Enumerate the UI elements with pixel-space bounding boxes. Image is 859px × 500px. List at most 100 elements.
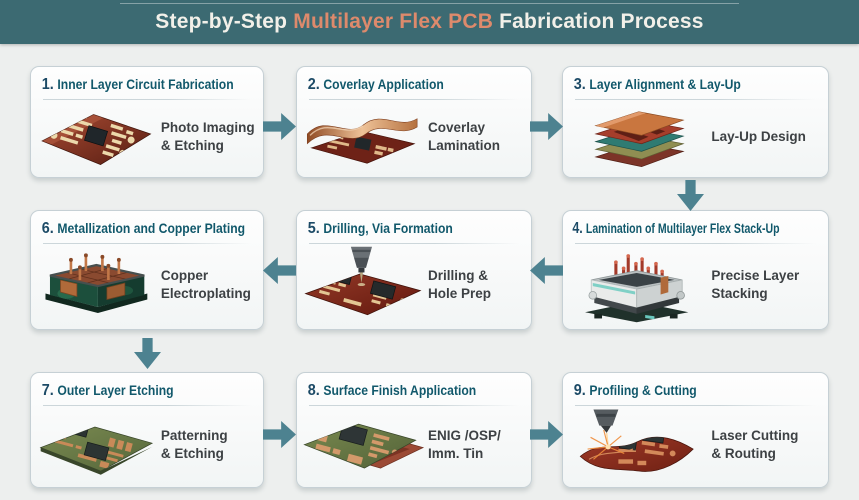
flow-arrow-5-6-icon (263, 257, 296, 284)
step-3-title-row: 3.Layer Alignment & Lay-Up (563, 67, 802, 94)
caption-line-1: Precise Layer (711, 268, 800, 284)
coverlay-sheet-icon (297, 100, 428, 174)
caption-line-2: Lamination (428, 138, 501, 153)
step-card-4: 4.Lamination of Multilayer Flex Stack-Up (562, 210, 829, 330)
step-caption: Drilling & Hole Prep (428, 267, 531, 302)
step-1-body: Photo Imaging& Etching (31, 100, 263, 174)
step-caption: Laser Cutting & Routing (711, 427, 828, 462)
step-number: 8. (307, 382, 320, 399)
step-card-3: 3.Layer Alignment & Lay-Up Lay-Up Design (562, 66, 829, 178)
step-8-title-row: 8.Surface Finish Application (297, 373, 508, 400)
title-divider (43, 405, 251, 406)
title-divider (309, 243, 519, 244)
step-4-title-row: 4.Lamination of Multilayer Flex Stack-Up (563, 211, 779, 238)
step-5-title-row: 5.Drilling, Via Formation (297, 211, 508, 238)
flow-arrow-8-9-icon (530, 421, 563, 448)
flow-arrow-3-4-icon (677, 180, 704, 211)
step-5-body: Drilling & Hole Prep (297, 244, 531, 326)
step-title: Layer Alignment & Lay-Up (589, 77, 741, 92)
step-caption: Patterning & Etching (161, 427, 263, 462)
caption-line-1: Laser Cutting (711, 428, 799, 444)
step-number: 4. (572, 220, 583, 237)
caption-line-1: Copper (160, 268, 209, 284)
flow-arrow-7-8-icon (263, 421, 296, 448)
title-accent: Multilayer Flex PCB (293, 10, 494, 33)
step-title: Coverlay Application (323, 77, 444, 92)
flow-arrow-4-5-icon (530, 257, 563, 284)
step-number: 6. (41, 220, 54, 237)
step-number: 9. (573, 382, 586, 399)
caption-line-2: Hole Prep (428, 286, 492, 301)
caption-line-2: Electroplating (160, 286, 251, 301)
step-caption: ENIG /OSP/Imm. Tin (428, 427, 531, 462)
title-prefix: Step-by-Step (155, 10, 294, 33)
step-card-2: 2.Coverlay Application (296, 66, 532, 178)
step-number: 5. (307, 220, 320, 237)
step-number: 3. (573, 76, 586, 93)
surface-finish-pcb-icon (297, 406, 428, 484)
step-3-body: Lay-Up Design (563, 100, 828, 174)
step-title: Drilling, Via Formation (323, 221, 453, 236)
flow-arrow-6-7-icon (134, 338, 161, 369)
caption-line-2: & Etching (160, 446, 224, 461)
lamination-press-icon (563, 244, 711, 326)
caption-line-1: Coverlay (428, 120, 486, 136)
flex-pcb-inner-layer-icon (31, 100, 161, 174)
caption-line-2: & Routing (711, 446, 776, 461)
step-title: Outer Layer Etching (57, 383, 174, 398)
caption-line-1: Drilling & (428, 268, 489, 284)
step-1-title-row: 1.Inner Layer Circuit Fabrication (31, 67, 240, 94)
title-divider (575, 243, 816, 244)
step-title: Surface Finish Application (323, 383, 477, 398)
title-divider (309, 99, 519, 100)
etched-green-pcb-icon (31, 406, 161, 484)
step-number: 7. (41, 382, 54, 399)
step-title: Inner Layer Circuit Fabrication (57, 77, 234, 92)
step-card-6: 6.Metallization and Copper Plating (30, 210, 264, 330)
step-7-body: Patterning & Etching (31, 406, 263, 484)
title-divider (43, 99, 251, 100)
caption-line-1: Lay-Up Design (711, 129, 806, 145)
step-6-title-row: 6.Metallization and Copper Plating (31, 211, 245, 238)
step-title: Metallization and Copper Plating (57, 221, 246, 236)
step-number: 2. (307, 76, 320, 93)
caption-line-2: Imm. Tin (428, 446, 484, 461)
flow-arrow-2-3-icon (530, 113, 563, 140)
title-divider (575, 99, 816, 100)
caption-line-1: Patterning (160, 428, 228, 444)
step-caption: Lay-Up Design (711, 128, 828, 146)
page-title: Step-by-Step Multilayer Flex PCB Fabrica… (155, 10, 703, 34)
step-card-1: 1.Inner Layer Circuit Fabrication (30, 66, 264, 178)
step-caption: Photo Imaging& Etching (161, 119, 263, 154)
caption-line-1: ENIG /OSP/ (428, 428, 501, 444)
step-card-5: 5.Drilling, Via Formation (296, 210, 532, 330)
flow-arrow-1-2-icon (263, 113, 296, 140)
header-banner: Step-by-Step Multilayer Flex PCB Fabrica… (0, 0, 859, 44)
step-7-title-row: 7.Outer Layer Etching (31, 373, 240, 400)
title-divider (575, 405, 816, 406)
step-9-title-row: 9.Profiling & Cutting (563, 373, 802, 400)
step-title: Lamination of Multilayer Flex Stack-Up (585, 221, 780, 236)
laser-cutting-pcb-icon (563, 406, 711, 484)
plating-tank-icon (31, 244, 161, 326)
title-suffix: Fabrication Process (493, 10, 704, 33)
step-card-9: 9.Profiling & Cutting (562, 372, 829, 488)
title-divider (43, 243, 251, 244)
step-2-title-row: 2.Coverlay Application (297, 67, 508, 94)
step-card-7: 7.Outer Layer Etching (30, 372, 264, 488)
caption-line-1: Photo Imaging (160, 120, 255, 136)
header-top-rule (120, 3, 739, 4)
step-card-8: 8.Surface Finish Application (296, 372, 532, 488)
step-number: 1. (41, 76, 54, 93)
title-divider (309, 405, 519, 406)
step-title: Profiling & Cutting (589, 383, 697, 398)
step-9-body: Laser Cutting & Routing (563, 406, 828, 484)
layer-stack-icon (563, 100, 711, 174)
step-8-body: ENIG /OSP/Imm. Tin (297, 406, 531, 484)
